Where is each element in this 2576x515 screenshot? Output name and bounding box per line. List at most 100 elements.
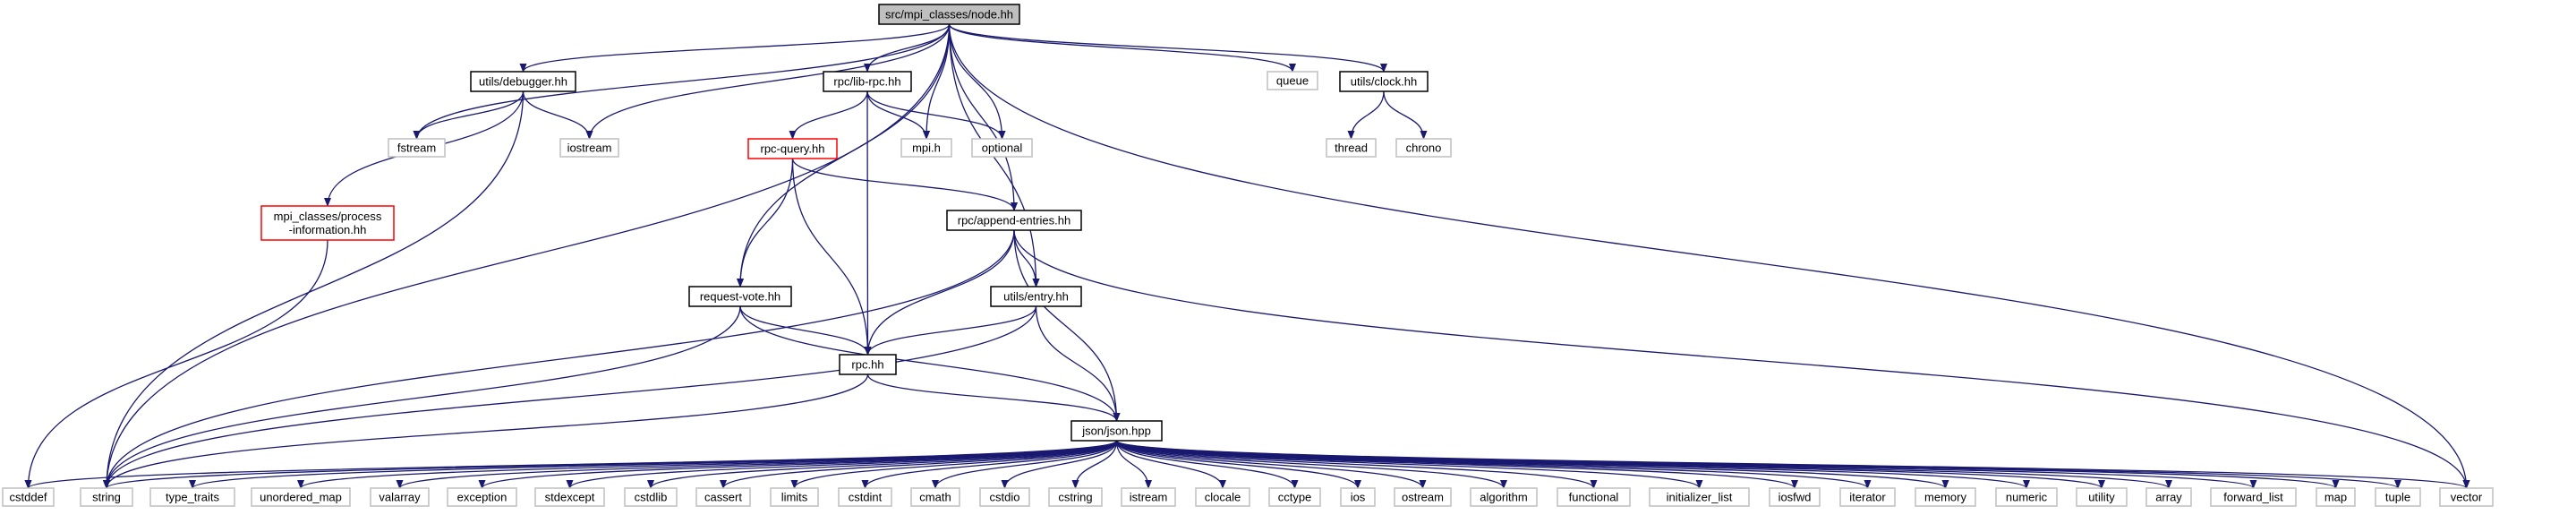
edge-json-to-cctype [1115, 440, 1299, 489]
edge-json-to-functional [1115, 440, 1598, 489]
node-label-fstream: fstream [397, 142, 436, 155]
node-forward_list: forward_list [2210, 487, 2297, 507]
node-box-mpi_h [900, 138, 952, 158]
node-numeric: numeric [1995, 487, 2058, 507]
edge-node_hh-to-clock [948, 23, 1387, 73]
edge-json-to-exception [478, 440, 1118, 489]
edge-json-to-initializer_list [1115, 440, 1703, 489]
edge-json-to-algorithm [1115, 440, 1507, 489]
node-utility: utility [2076, 487, 2128, 507]
node-rpc_hh[interactable]: rpc.hh [839, 354, 897, 375]
node-lib_rpc[interactable]: rpc/lib-rpc.hh [823, 71, 912, 92]
node-box-iostream [559, 138, 619, 158]
edge-json-to-istream [1115, 440, 1152, 489]
node-box-cstdint [838, 487, 892, 507]
node-label-iterator: iterator [1849, 491, 1886, 504]
node-label-debugger: utils/debugger.hh [479, 75, 567, 89]
edge-node_hh-to-lib_rpc [864, 23, 951, 73]
node-cctype: cctype [1268, 487, 1321, 507]
node-label-node_hh: src/mpi_classes/node.hh [885, 8, 1013, 21]
node-box-vector [2439, 487, 2494, 507]
node-cstdint: cstdint [838, 487, 892, 507]
node-node_hh[interactable]: src/mpi_classes/node.hh [878, 4, 1020, 25]
node-label-valarray: valarray [379, 491, 421, 504]
node-box-cstddef [2, 487, 55, 507]
edge-json-to-cmath [932, 440, 1118, 489]
node-box-json [1070, 420, 1163, 442]
edge-append_entries-to-vector [1013, 229, 2470, 489]
node-process_info[interactable]: mpi_classes/process-information.hh [260, 205, 395, 241]
node-box-request_vote [688, 286, 792, 307]
node-label-queue: queue [1276, 74, 1309, 88]
node-functional: functional [1557, 487, 1631, 507]
node-label-cctype: cctype [1278, 491, 1312, 504]
node-box-process_info [260, 205, 395, 241]
edge-process_info-to-cstddef [24, 239, 328, 489]
node-label-type_traits: type_traits [166, 491, 219, 504]
edge-rpc_hh-to-string [103, 373, 869, 489]
node-label-request_vote: request-vote.hh [700, 290, 780, 304]
node-label-tuple: tuple [2385, 491, 2410, 504]
edge-rpc_query-to-request_vote [737, 158, 794, 288]
node-valarray: valarray [370, 487, 430, 507]
node-mpi_h: mpi.h [900, 138, 952, 158]
node-label-iostream: iostream [567, 142, 612, 155]
node-label-cstdio: cstdio [990, 491, 1020, 504]
node-cstdio: cstdio [979, 487, 1030, 507]
node-stdexcept: stdexcept [534, 487, 605, 507]
node-box-cmath [910, 487, 960, 507]
edge-json-to-clocale [1115, 440, 1226, 489]
edge-json-to-string [103, 440, 1118, 489]
node-box-ostream [1394, 487, 1452, 507]
node-string: string [80, 487, 133, 507]
edge-node_hh-to-iostream [585, 23, 951, 140]
node-clock[interactable]: utils/clock.hh [1339, 71, 1429, 92]
node-box-cstring [1048, 487, 1103, 507]
edge-json-to-ios [1115, 440, 1361, 489]
node-label-ostream: ostream [1402, 491, 1444, 504]
edge-rpc_query-to-rpc_hh [791, 158, 872, 356]
node-box-queue [1267, 71, 1318, 90]
edge-append_entries-to-string [103, 229, 1015, 489]
node-debugger[interactable]: utils/debugger.hh [470, 71, 576, 92]
node-box-cassert [695, 487, 751, 507]
node-box-entry [990, 286, 1082, 307]
node-exception: exception [447, 487, 517, 507]
edge-append_entries-to-json [1013, 229, 1121, 422]
node-tuple: tuple [2375, 487, 2421, 507]
node-map: map [2316, 487, 2356, 507]
node-label-optional: optional [982, 142, 1023, 155]
edge-json-to-numeric [1115, 440, 2030, 489]
edge-lib_rpc-to-rpc_query [789, 90, 868, 140]
node-queue: queue [1267, 71, 1318, 90]
node-iterator: iterator [1839, 487, 1896, 507]
edge-request_vote-to-string [103, 305, 741, 489]
node-box-chrono [1395, 138, 1452, 158]
node-label-mpi_h: mpi.h [912, 142, 941, 155]
edge-node_hh-to-string [103, 23, 951, 489]
node-cstddef: cstddef [2, 487, 55, 507]
node-array: array [2145, 487, 2192, 507]
node-box-optional [971, 138, 1033, 158]
node-rpc_query[interactable]: rpc-query.hh [747, 138, 838, 159]
node-append_entries[interactable]: rpc/append-entries.hh [946, 210, 1082, 231]
node-cstdlib: cstdlib [624, 487, 678, 507]
edge-debugger-to-fstream [413, 90, 525, 140]
edge-clock-to-chrono [1383, 90, 1428, 140]
node-box-ios [1340, 487, 1376, 507]
edge-json-to-type_traits [189, 440, 1118, 489]
edge-node_hh-to-vector [948, 23, 2470, 489]
node-limits: limits [770, 487, 819, 507]
node-label-chrono: chrono [1406, 142, 1442, 155]
node-box-array [2145, 487, 2192, 507]
node-fstream: fstream [388, 138, 446, 158]
node-request_vote[interactable]: request-vote.hh [688, 286, 792, 307]
edge-json-to-forward_list [1115, 440, 2257, 489]
edge-entry-to-string [103, 305, 1037, 489]
node-json[interactable]: json/json.hpp [1070, 420, 1163, 442]
edge-node_hh-to-append_entries [948, 23, 1018, 211]
node-box-clocale [1195, 487, 1250, 507]
edge-node_hh-to-queue [948, 23, 1296, 73]
node-entry[interactable]: utils/entry.hh [990, 286, 1082, 307]
